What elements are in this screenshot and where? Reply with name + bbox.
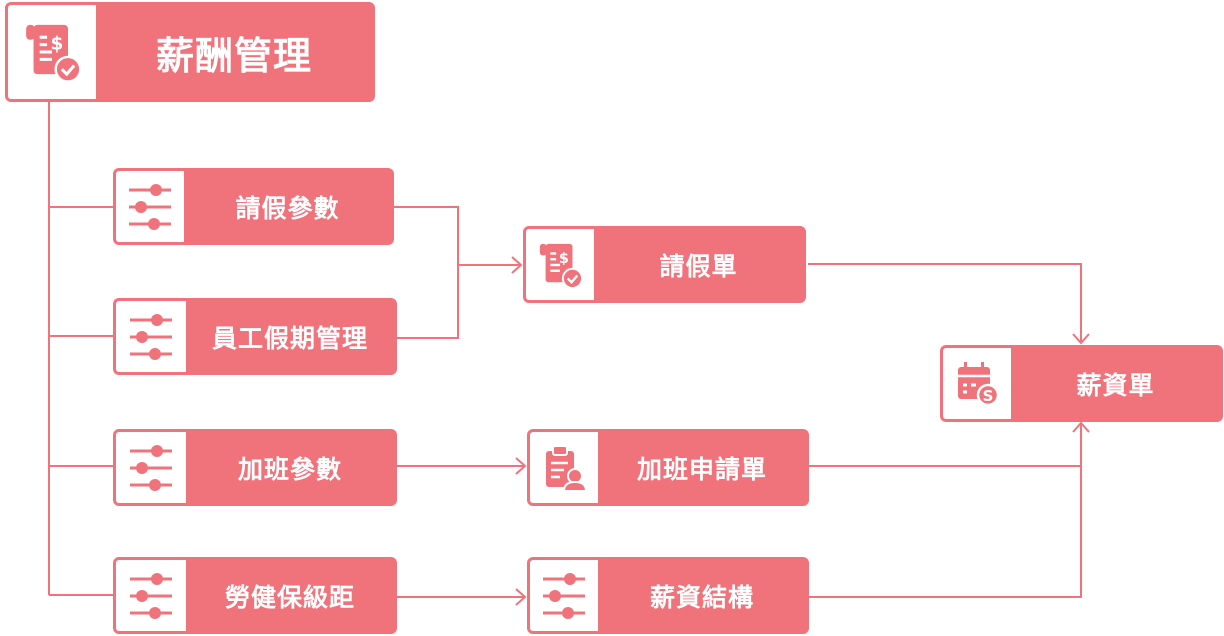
sliders-icon	[116, 301, 186, 372]
node-salary-structure[interactable]: 薪資結構	[527, 557, 809, 634]
node-leave-params[interactable]: 請假參數	[113, 168, 394, 245]
root-label: 薪酬管理	[155, 33, 312, 78]
node-label: 請假參數	[235, 193, 340, 223]
clipboard-user-icon	[530, 432, 598, 503]
sliders-icon	[530, 560, 598, 631]
node-label: 薪資單	[1076, 370, 1155, 400]
node-leave-form[interactable]: 請假單	[523, 226, 806, 303]
sliders-icon	[116, 432, 186, 503]
node-label: 勞健保級距	[224, 582, 355, 612]
node-overtime-params[interactable]: 加班參數	[113, 429, 397, 506]
node-label: 薪資結構	[649, 582, 754, 612]
svg-text:S: S	[983, 387, 994, 405]
calendar-dollar-icon: S	[943, 348, 1011, 419]
root-node-salary-management[interactable]: 薪酬管理	[5, 2, 375, 102]
node-payslip[interactable]: S 薪資單	[940, 345, 1223, 422]
sliders-icon	[116, 171, 184, 242]
node-employee-leave-management[interactable]: 員工假期管理	[113, 298, 397, 375]
node-label: 加班參數	[237, 454, 342, 484]
node-label: 員工假期管理	[211, 323, 368, 353]
node-label: 加班申請單	[636, 454, 767, 484]
node-insurance-brackets[interactable]: 勞健保級距	[113, 557, 397, 634]
node-overtime-form[interactable]: 加班申請單	[527, 429, 809, 506]
node-label: 請假單	[659, 251, 738, 281]
receipt-check-icon	[526, 229, 594, 300]
receipt-check-icon	[8, 5, 96, 99]
sliders-icon	[116, 560, 186, 631]
